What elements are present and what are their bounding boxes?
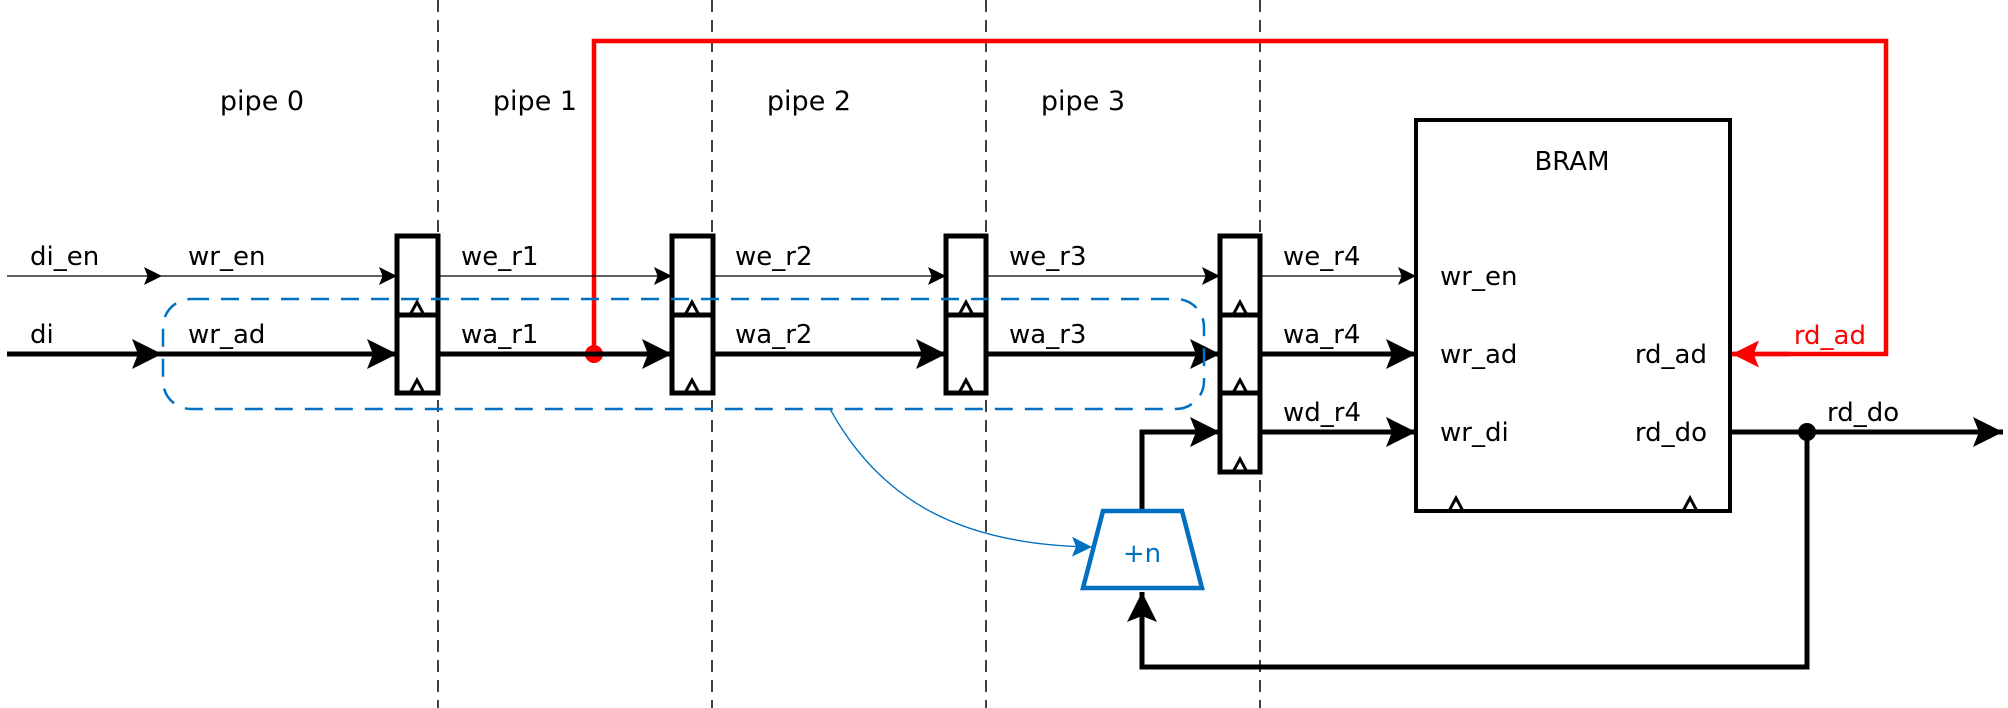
feedback-label: rd_ad	[1794, 321, 1866, 351]
clock-icon	[408, 376, 426, 394]
clock-icon	[1231, 298, 1249, 316]
signal-di-en: di_en	[30, 242, 99, 272]
signal-wr-ad: wr_ad	[188, 320, 265, 350]
clock-icon	[1231, 376, 1249, 394]
rd-do-feedback-wire	[1127, 432, 1810, 670]
bram-port-rd-ad: rd_ad	[1635, 340, 1707, 370]
group-to-adder-curve	[829, 408, 1093, 557]
clock-icon	[683, 298, 701, 316]
signal-wr-en: wr_en	[188, 242, 265, 272]
signal-we-r4: we_r4	[1283, 242, 1361, 272]
bram-write-clock-icon	[1447, 494, 1465, 512]
bram-port-wr-en: wr_en	[1440, 262, 1517, 292]
adder-label: +n	[1123, 539, 1161, 569]
signal-wa-r2: wa_r2	[735, 320, 812, 350]
stage-label-3: pipe 3	[1041, 86, 1125, 117]
register-r1	[394, 233, 441, 396]
adder	[1080, 508, 1205, 591]
clock-icon	[957, 298, 975, 316]
clock-icon	[683, 376, 701, 394]
signal-di: di	[30, 320, 54, 350]
clock-icon	[1231, 455, 1249, 473]
signal-we-r3: we_r3	[1009, 242, 1087, 272]
register-r3	[943, 233, 989, 396]
clock-icon	[957, 376, 975, 394]
bram-port-wr-ad: wr_ad	[1440, 340, 1517, 370]
signal-we-r1: we_r1	[461, 242, 539, 272]
stage-label-1: pipe 1	[493, 86, 577, 117]
register-r2	[669, 233, 716, 396]
address-path-group	[161, 297, 1206, 411]
bram-port-rd-do: rd_do	[1635, 418, 1707, 448]
signal-wd-r4: wd_r4	[1283, 398, 1361, 428]
signal-rd-do: rd_do	[1827, 398, 1899, 428]
register-r4	[1217, 233, 1263, 475]
stage-dividers	[437, 0, 1261, 708]
bram-title: BRAM	[1534, 147, 1609, 177]
bram-port-wr-di: wr_di	[1440, 418, 1509, 448]
signal-we-r2: we_r2	[735, 242, 813, 272]
bram-read-clock-icon	[1681, 494, 1699, 512]
signal-wa-r3: wa_r3	[1009, 320, 1086, 350]
signal-wa-r4: wa_r4	[1283, 320, 1360, 350]
rd-ad-feedback-wire	[591, 38, 1889, 357]
signal-wa-r1: wa_r1	[461, 320, 538, 350]
bram-block	[1414, 118, 1732, 513]
adder-out-wire	[1139, 417, 1220, 511]
stage-label-0: pipe 0	[220, 86, 304, 117]
clock-icon	[408, 298, 426, 316]
stage-label-2: pipe 2	[767, 86, 851, 117]
